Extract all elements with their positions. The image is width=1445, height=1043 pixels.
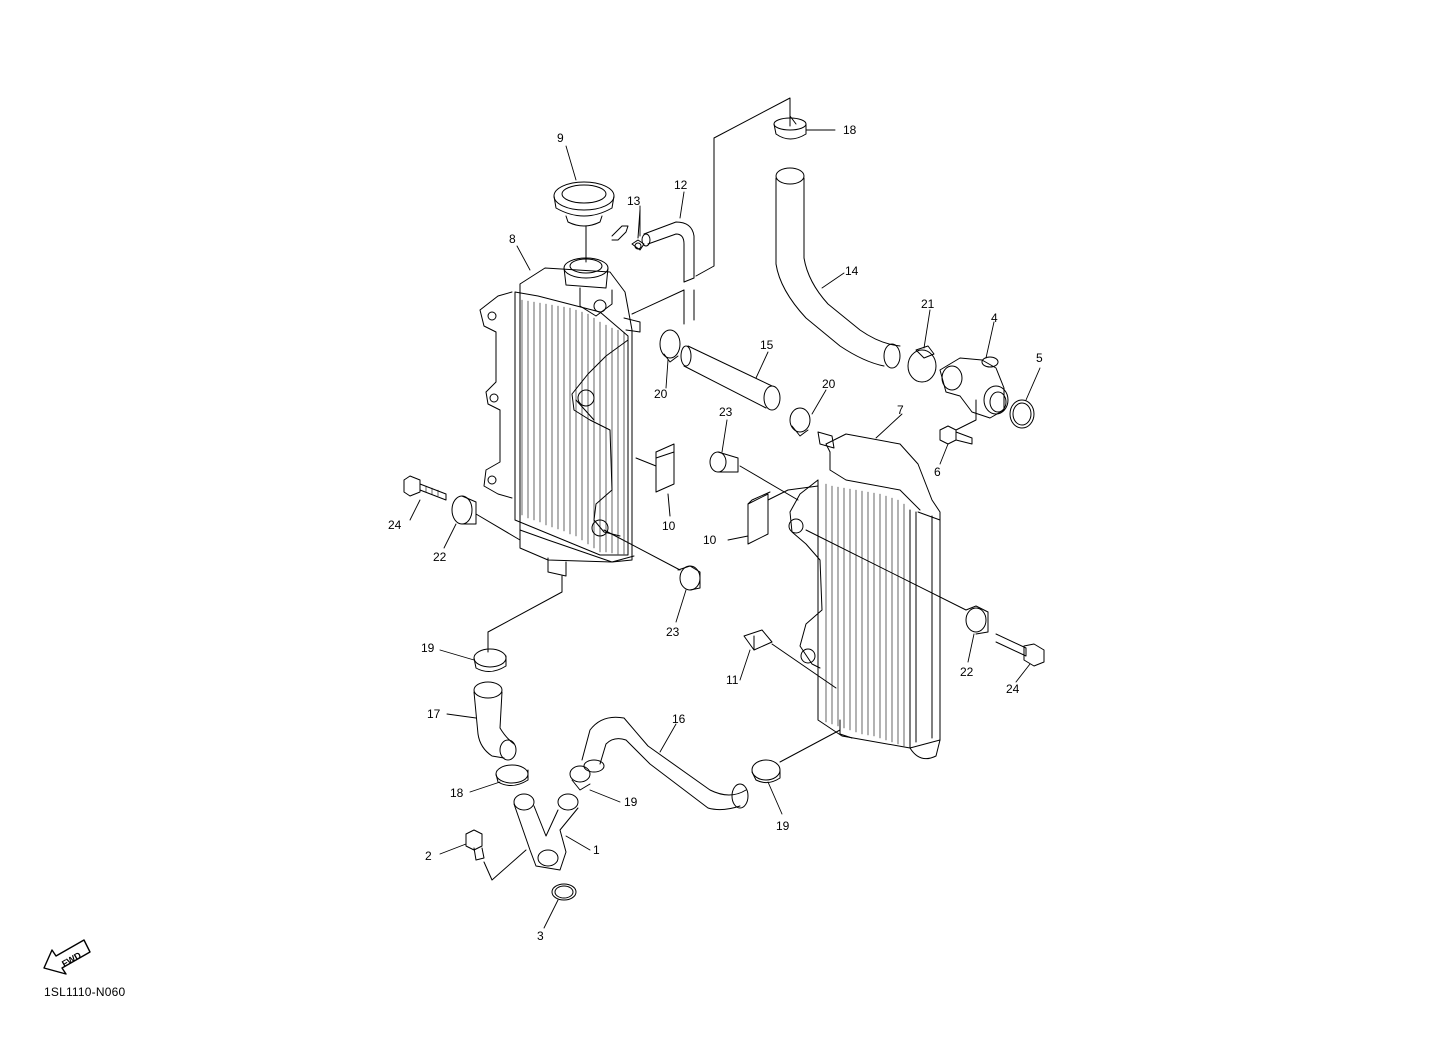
o-ring-5 [1009,399,1035,429]
label-16: 16 [672,712,686,726]
left-radiator [479,225,641,577]
label-22-left: 22 [433,550,447,564]
label-18-bottom: 18 [450,786,464,800]
label-1: 1 [593,843,600,857]
label-2: 2 [425,849,432,863]
radiator-cap [553,181,615,227]
radiator-hose-16 [581,716,749,811]
radiator-hose-17 [473,681,517,761]
label-7: 7 [897,403,904,417]
label-21: 21 [921,297,935,311]
label-19-middle: 19 [624,795,638,809]
label-22-right: 22 [960,665,974,679]
overflow-hose [641,221,695,325]
label-10-left: 10 [662,519,676,533]
part-labels: 9 8 13 12 18 14 21 4 5 15 20 20 7 23 6 2… [388,123,1043,943]
clip-13 [631,239,645,251]
label-18-top: 18 [843,123,857,137]
label-14: 14 [845,264,859,278]
rubber-pad-10-right [747,491,771,545]
forward-arrow-icon: FWD [43,939,91,975]
label-15: 15 [760,338,774,352]
label-20-left: 20 [654,387,668,401]
hose-clamp-20-right [789,407,811,437]
hose-clamp-19-upper [473,648,507,672]
hose-clamp-20-left [659,329,681,363]
label-17: 17 [427,707,441,721]
grommet-22-right [965,605,989,635]
label-23-upper: 23 [719,405,733,419]
label-24-left: 24 [388,518,402,532]
radiator-hose-14 [775,167,901,369]
bolt-24-right [995,633,1045,667]
label-23-lower: 23 [666,625,680,639]
collar-23-upper [709,451,739,473]
label-8: 8 [509,232,516,246]
rubber-pad-10-left [655,443,675,493]
label-5: 5 [1036,351,1043,365]
hose-clamp-18-bottom [495,764,529,786]
grommet-22-left [451,495,477,525]
label-11: 11 [726,673,739,687]
label-19-right: 19 [776,819,790,833]
collar-23-lower [677,565,701,591]
right-radiator [788,431,941,760]
drawing-code: 1SL1110-N060 [44,985,126,999]
hose-clamp-19-right [751,759,781,784]
radiator-hose-15 [680,345,781,411]
bolt-24-left [403,475,447,501]
bolt-2 [465,829,485,861]
hose-clamp-18-top [773,115,807,140]
label-19-upper: 19 [421,641,435,655]
hose-clamp-21 [907,345,937,383]
label-12: 12 [674,178,688,192]
hose-joint-4 [939,356,1009,419]
rubber-pad-11 [743,629,773,651]
label-13: 13 [627,194,641,208]
leader-lines [409,129,1041,929]
hose-clamp-19-middle [569,765,591,791]
label-24-right: 24 [1006,682,1020,696]
o-ring-3 [551,883,577,901]
label-3: 3 [537,929,544,943]
label-6: 6 [934,465,941,479]
label-10-right: 10 [703,533,717,547]
label-4: 4 [991,311,998,325]
label-20-right: 20 [822,377,836,391]
bolt-6 [939,425,973,445]
label-9: 9 [557,131,564,145]
water-pipe-joint-1 [513,793,579,871]
